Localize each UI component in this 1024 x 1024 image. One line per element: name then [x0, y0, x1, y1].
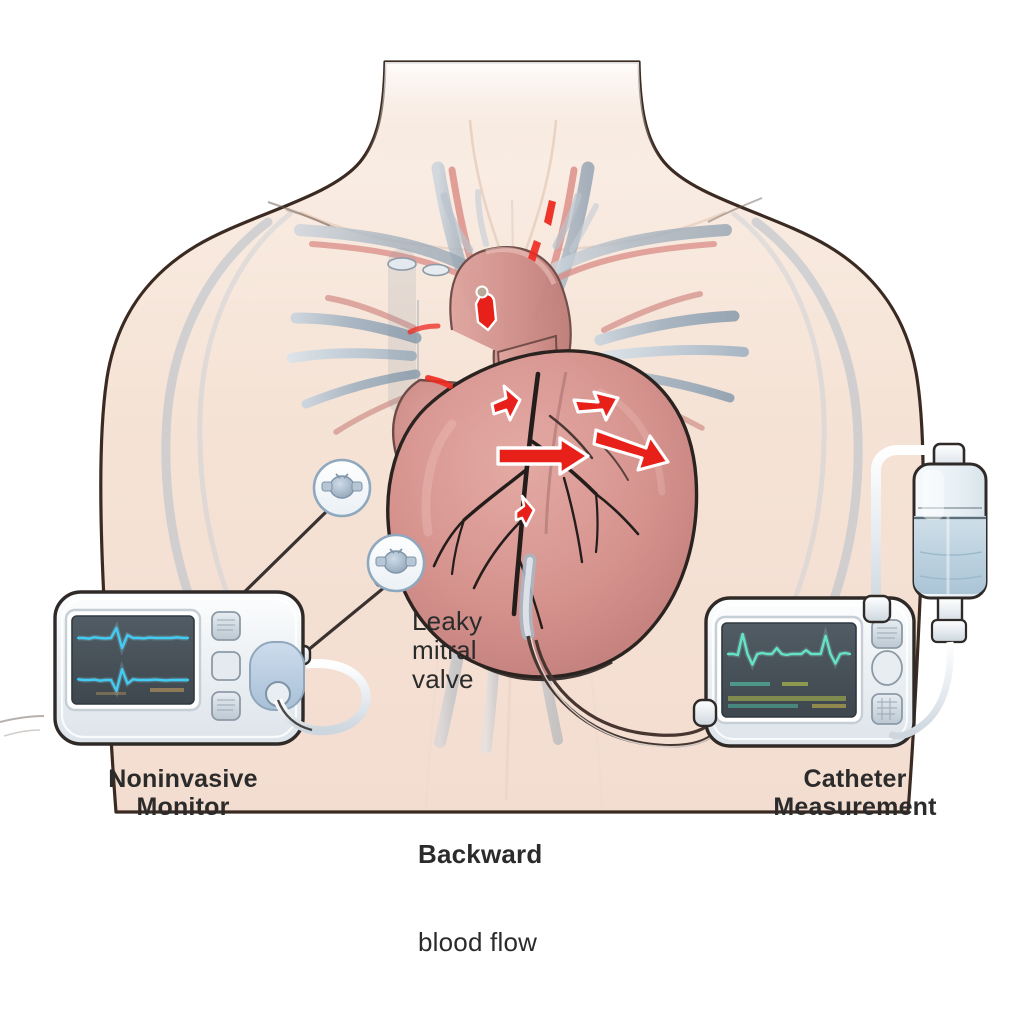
label-backward-bold: Backward	[418, 839, 543, 870]
label-leaky-mitral-valve: Leaky mitral valve	[412, 606, 483, 695]
electrode-lower[interactable]	[366, 533, 426, 593]
monitor-button-top[interactable]	[871, 619, 903, 649]
monitor-button-bottom[interactable]	[211, 691, 241, 721]
monitor-button-bottom[interactable]	[871, 693, 903, 725]
electrode-wire-lower	[294, 584, 388, 662]
label-noninvasive-monitor: Noninvasive Monitor	[108, 765, 258, 821]
iv-fluid	[914, 516, 986, 594]
catheter-line-outer	[526, 635, 718, 748]
waveform-traces	[76, 621, 190, 698]
monitor-button-top[interactable]	[211, 611, 241, 641]
valve-leak-marker	[474, 285, 498, 332]
catheter-monitor-device[interactable]	[692, 596, 916, 748]
waveform-traces	[726, 626, 852, 708]
label-catheter-measurement: Catheter Measurement	[773, 765, 937, 821]
iv-bag-and-pole	[862, 442, 988, 740]
catheter-tubes	[519, 553, 718, 748]
label-backward-blood-flow: Backward blood flow	[418, 782, 618, 1015]
monitor-button-middle[interactable]	[211, 651, 241, 681]
blood-flow-arrows	[490, 384, 670, 528]
noninvasive-monitor-device[interactable]	[0, 590, 371, 746]
electrode-upper[interactable]	[312, 458, 372, 518]
label-blood-flow-regular: blood flow	[418, 926, 538, 957]
ecg-electrode-assembly	[220, 458, 426, 662]
heart-organ	[386, 200, 699, 682]
monitor-button-middle[interactable]	[871, 650, 903, 686]
catheter-line-inner	[534, 639, 711, 737]
catheter-port	[692, 698, 718, 728]
